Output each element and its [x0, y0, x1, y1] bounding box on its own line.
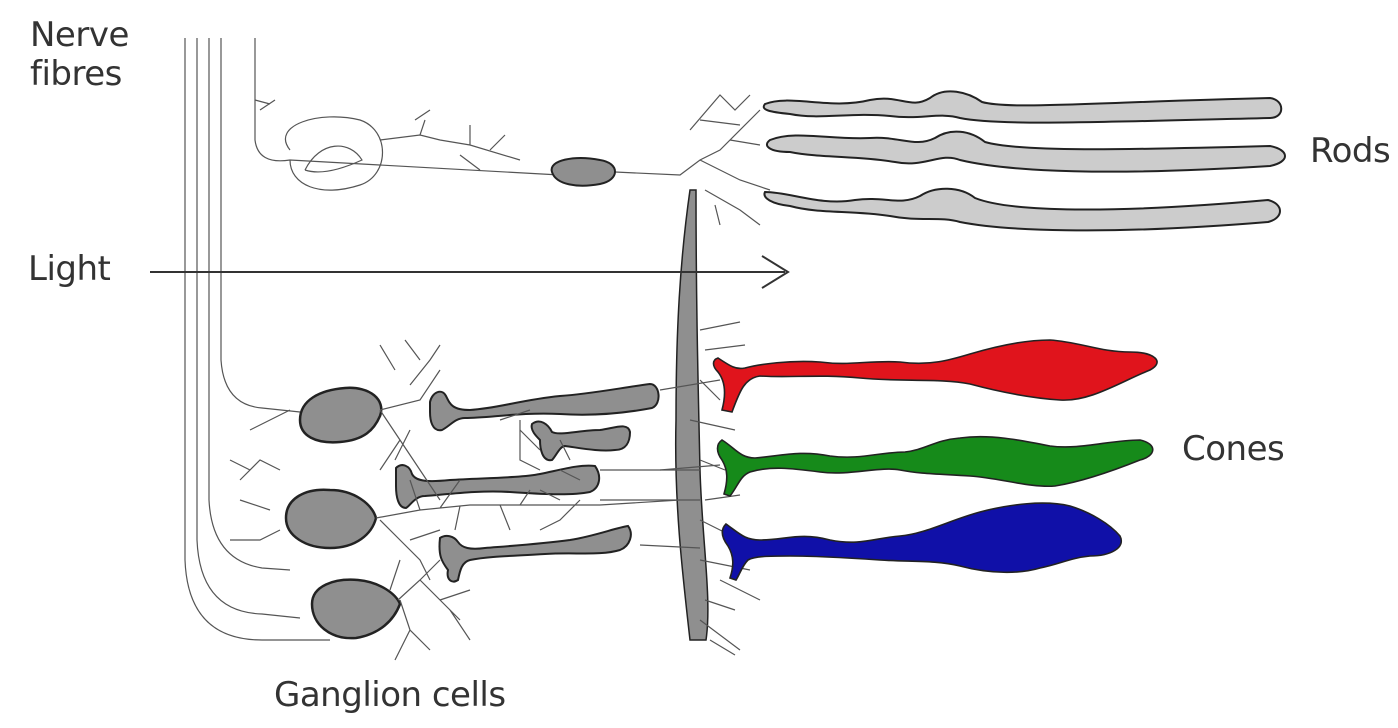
ganglion-cell-2 [286, 490, 376, 548]
nerve-fibres-label: Nerve fibres [30, 16, 129, 94]
cones [714, 340, 1158, 580]
ganglion-cell-3 [312, 580, 400, 638]
rod-3 [764, 189, 1280, 231]
bipolar-cells [396, 384, 659, 582]
nerve-fibres-label-line1: Nerve [30, 16, 129, 55]
ganglion-cells [286, 388, 400, 638]
cones-label: Cones [1182, 430, 1284, 469]
bipolar-cell-2 [532, 422, 630, 461]
bipolar-cell-3 [396, 465, 599, 508]
rod-2 [767, 132, 1285, 172]
cone-blue [722, 503, 1121, 580]
light-label: Light [28, 250, 110, 289]
ganglion-cell-1 [300, 388, 381, 442]
rod-1 [764, 91, 1282, 122]
bipolar-cell-4 [439, 526, 630, 582]
rods [764, 91, 1285, 230]
cone-green [718, 437, 1153, 496]
nerve-fibres-label-line2: fibres [30, 55, 129, 94]
limiting-membrane [676, 190, 708, 640]
rods-label: Rods [1310, 132, 1390, 171]
cone-red [714, 340, 1158, 412]
ganglion-cells-label: Ganglion cells [274, 676, 506, 715]
